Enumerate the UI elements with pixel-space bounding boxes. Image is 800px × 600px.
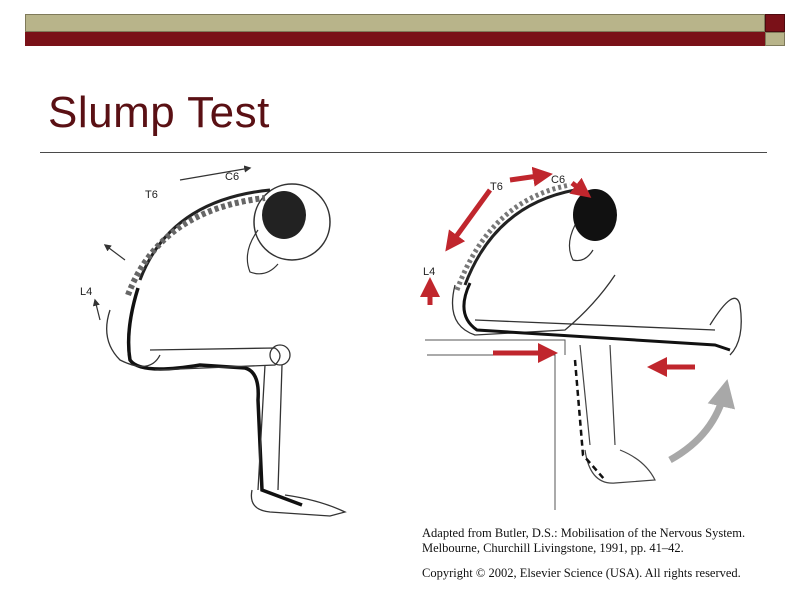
caption-copyright: Copyright © 2002, Elsevier Science (USA)… [422,566,741,580]
right-label-l4: L4 [423,266,435,278]
right-label-t6: T6 [490,181,503,193]
left-label-t6: T6 [145,189,158,201]
caption-line-1: Adapted from Butler, D.S.: Mobilisation … [422,526,746,540]
left-spine [125,188,271,297]
right-torso [451,274,616,336]
left-direction-arrows [92,165,252,321]
left-head-illustration [246,183,331,275]
slide-title: Slump Test [48,88,270,137]
right-gray-arrow [668,379,736,464]
header-corner-maroon [765,14,785,32]
header-bar-olive [25,14,765,32]
left-label-l4: L4 [80,286,92,298]
caption-line-2: Melbourne, Churchill Livingstone, 1991, … [422,541,684,555]
left-slump-figure: C6 T6 L4 [80,165,347,517]
right-extended-leg [474,297,742,356]
right-red-arrows [420,166,695,377]
right-hanging-leg [573,344,656,484]
header-corner-olive [765,32,785,46]
left-lower-leg [250,364,347,517]
left-label-c6: C6 [225,171,239,183]
left-pelvis-thigh [106,309,291,371]
right-label-c6: C6 [551,174,565,186]
right-spine [454,182,576,291]
right-slump-figure: C6 T6 L4 [420,166,742,510]
header-bar-maroon [25,32,765,46]
left-neural-line [126,287,303,507]
right-neural-line [462,282,731,352]
right-table [425,339,566,510]
title-divider [40,152,767,153]
right-head-illustration [568,189,617,262]
